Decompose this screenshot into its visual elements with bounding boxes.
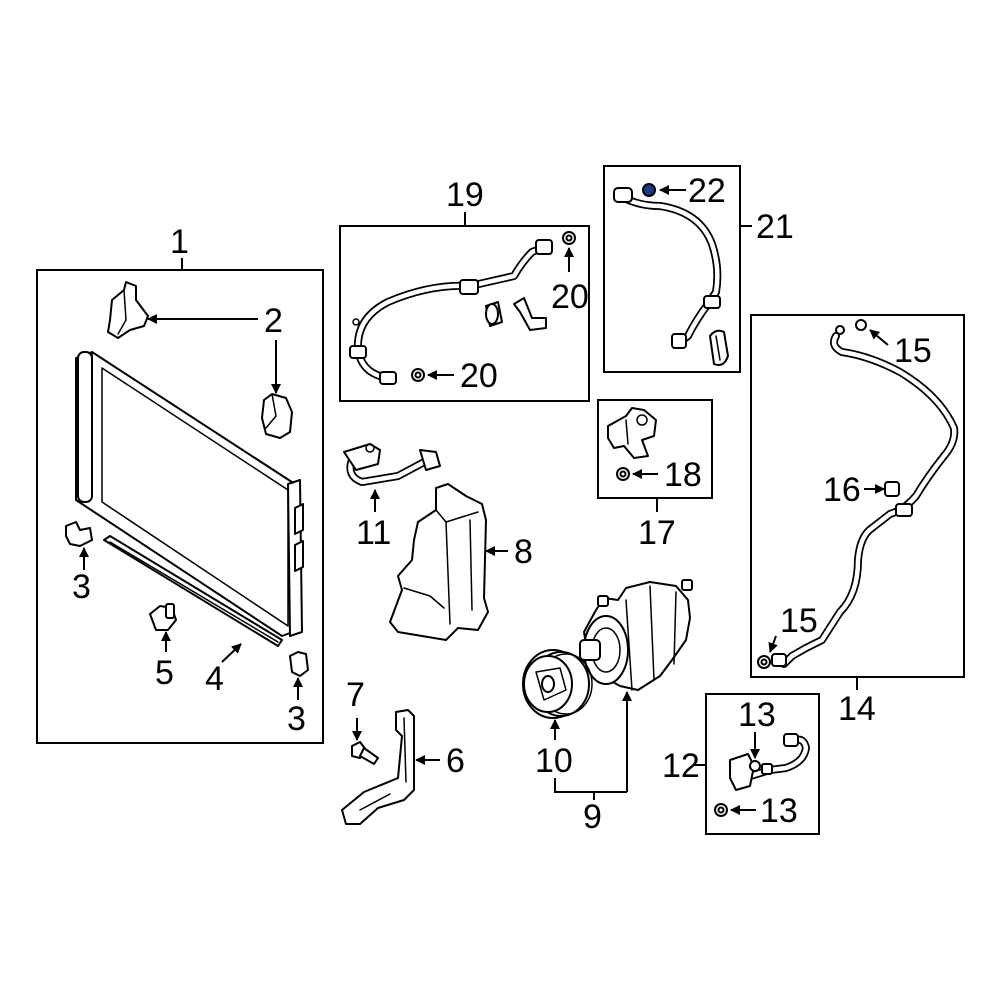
condenser-group-box (36, 269, 324, 744)
expansion-valve (607, 407, 657, 459)
drain-plug-5 (149, 603, 177, 631)
oring-13-upper (749, 760, 761, 772)
callout-5: 5 (155, 654, 174, 692)
callout-1: 1 (170, 223, 189, 261)
callout-19: 19 (446, 176, 484, 214)
valve-group-box (597, 399, 713, 499)
manifold-pipe (729, 733, 810, 791)
callout-15-upper: 15 (894, 332, 932, 370)
bracket-2-upper (107, 281, 149, 339)
bracket-6 (341, 709, 415, 825)
condenser-core (75, 351, 304, 637)
bracket-2-lower (261, 393, 293, 439)
oring-22 (642, 183, 656, 197)
liquid-line (771, 325, 959, 668)
grommet-16 (884, 481, 900, 497)
callout-18: 18 (664, 456, 702, 494)
callout-8: 8 (514, 533, 533, 571)
bolt-7 (351, 741, 379, 765)
callout-17: 17 (638, 514, 676, 552)
discharge-line-group: 21 22 (603, 165, 794, 373)
callout-13-lower: 13 (760, 792, 798, 830)
callout-12: 12 (662, 747, 700, 785)
hose-11 (343, 443, 441, 486)
hose-bracket (513, 297, 547, 331)
valve-group: 17 18 (597, 399, 713, 552)
callout-21: 21 (756, 208, 794, 246)
clip-3-left (65, 521, 93, 547)
manifold-group: 12 13 13 (662, 693, 820, 835)
seal-strip-4 (103, 535, 283, 647)
discharge-line-group-box (603, 165, 741, 373)
compressor-9 (579, 579, 693, 691)
callout-2: 2 (264, 302, 283, 340)
callout-3-right: 3 (287, 700, 306, 738)
callout-11: 11 (356, 514, 391, 552)
hose-fitting-sleeve (485, 301, 503, 327)
liquid-line-group: 14 15 16 15 (750, 314, 965, 728)
callout-20-lower: 20 (460, 357, 498, 395)
callout-15-lower: 15 (780, 602, 818, 640)
air-deflector-8 (389, 483, 489, 641)
callout-13-upper: 13 (738, 696, 776, 734)
callout-10: 10 (535, 742, 573, 780)
oring-15-upper (855, 319, 867, 331)
suction-hose (349, 239, 553, 385)
callout-7: 7 (346, 676, 365, 714)
callout-14: 14 (838, 690, 876, 728)
callout-3-left: 3 (72, 568, 91, 606)
callout-4: 4 (205, 660, 224, 698)
clip-3-right (289, 651, 309, 677)
discharge-line (613, 187, 722, 349)
line-clamp (709, 329, 729, 366)
pulley-10 (522, 649, 593, 719)
callout-22: 22 (688, 172, 726, 210)
callout-9: 9 (583, 798, 602, 836)
suction-hose-group: 19 20 20 (339, 176, 590, 402)
condenser-group: 1 2 3 3 (36, 223, 324, 744)
callout-16: 16 (823, 471, 861, 509)
callout-20-upper: 20 (551, 278, 589, 316)
callout-6: 6 (446, 742, 465, 780)
